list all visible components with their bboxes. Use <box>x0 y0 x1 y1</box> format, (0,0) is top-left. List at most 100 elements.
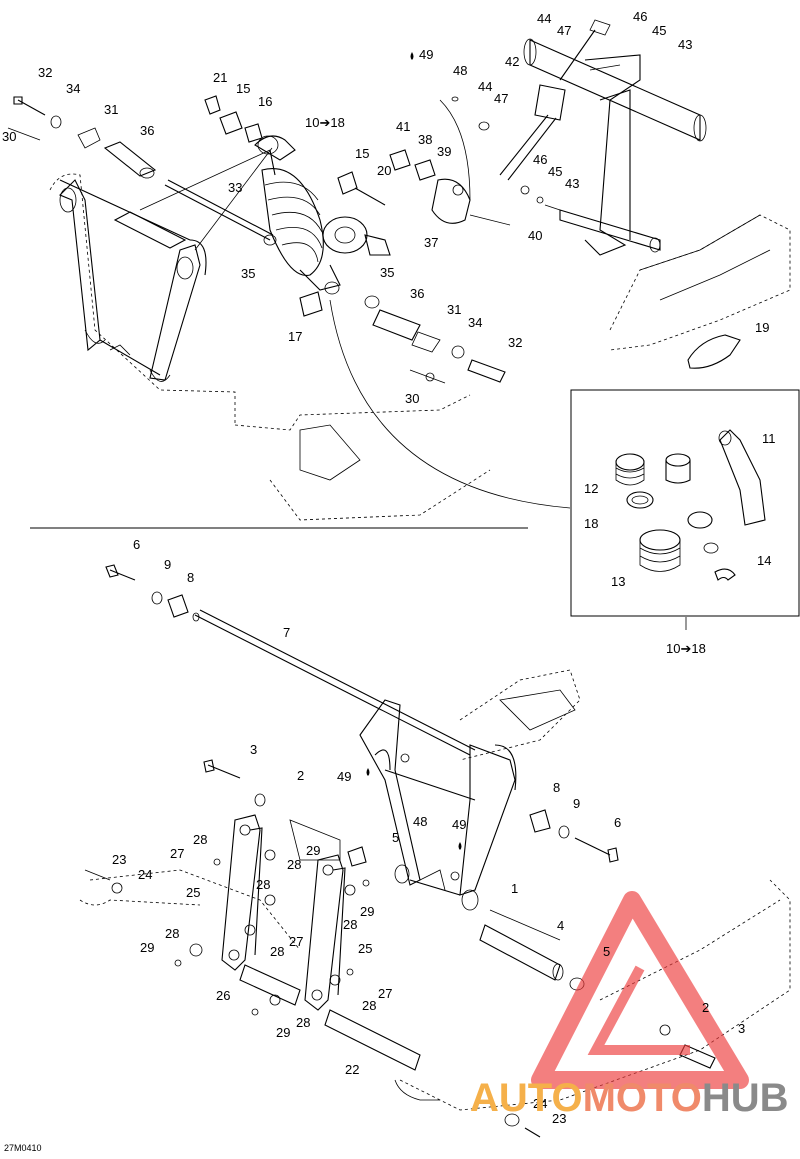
grease-drop-icon <box>410 52 414 60</box>
callout-28: 28 <box>165 926 180 941</box>
callout-1: 1 <box>511 881 519 896</box>
callout-36: 36 <box>410 286 425 301</box>
callout-4: 4 <box>557 918 565 933</box>
callout-36: 36 <box>140 123 155 138</box>
callout-49: 49 <box>452 817 467 832</box>
callout-35: 35 <box>380 265 395 280</box>
callout-46: 46 <box>633 9 648 24</box>
item-19-part <box>687 334 741 369</box>
callout-48: 48 <box>453 63 468 78</box>
detail-box <box>570 389 800 617</box>
shock-bushings <box>204 95 386 317</box>
callout-28: 28 <box>296 1015 311 1030</box>
callout-29: 29 <box>140 940 155 955</box>
callout-22: 22 <box>345 1062 360 1077</box>
callout-37: 37 <box>424 235 439 250</box>
callout-44: 44 <box>537 11 552 26</box>
callout-14: 14 <box>757 553 772 568</box>
callout-42: 42 <box>505 54 520 69</box>
watermark-hub: HUB <box>701 1076 789 1120</box>
callout-24: 24 <box>533 1096 548 1111</box>
callout-2: 2 <box>702 1000 710 1015</box>
shock-absorber <box>254 135 391 291</box>
top-right-assembly <box>389 19 707 256</box>
callout-30: 30 <box>2 129 17 144</box>
callout-16: 16 <box>258 94 273 109</box>
callout-34: 34 <box>468 315 483 330</box>
callout-34: 34 <box>66 81 81 96</box>
drawing-code: 27M0410 <box>4 1143 42 1153</box>
callout-44: 44 <box>478 79 493 94</box>
callout-20: 20 <box>377 163 392 178</box>
detail-range-label: 10➔18 <box>666 641 706 656</box>
middle-hardware <box>203 753 460 881</box>
callout-19: 19 <box>755 320 770 335</box>
callout-49: 49 <box>419 47 434 62</box>
callout-48: 48 <box>413 814 428 829</box>
callout-26: 26 <box>216 988 231 1003</box>
callout-5: 5 <box>603 944 611 959</box>
callout-29: 29 <box>276 1025 291 1040</box>
callout-8: 8 <box>187 570 195 585</box>
callout-38: 38 <box>418 132 433 147</box>
callout-30: 30 <box>405 391 420 406</box>
callout-32: 32 <box>508 335 523 350</box>
callout-46: 46 <box>533 152 548 167</box>
callout-3: 3 <box>738 1021 746 1036</box>
grease-drop-icon <box>458 842 462 850</box>
callout-8: 8 <box>553 780 561 795</box>
watermark-text: AUTOMOTOHUB <box>470 1076 789 1121</box>
callout-28: 28 <box>362 998 377 1013</box>
watermark-logo <box>531 891 749 1089</box>
callout-9: 9 <box>573 796 581 811</box>
callout-2: 2 <box>297 768 305 783</box>
lower-a-arm <box>359 699 564 981</box>
link-plates <box>84 814 421 1071</box>
callout-23: 23 <box>552 1111 567 1126</box>
callout-27: 27 <box>378 986 393 1001</box>
callout-15: 15 <box>236 81 251 96</box>
watermark-moto: MOTO <box>582 1076 702 1120</box>
callout-35: 35 <box>241 266 256 281</box>
callout-43: 43 <box>678 37 693 52</box>
pivot-hardware <box>324 281 506 384</box>
callout-41: 41 <box>396 119 411 134</box>
callout-15: 15 <box>355 146 370 161</box>
rod-assembly-top <box>105 564 619 863</box>
callout-27: 27 <box>170 846 185 861</box>
callout-9: 9 <box>164 557 172 572</box>
callout-40: 40 <box>528 228 543 243</box>
callout-10-18: 10➔18 <box>305 115 345 130</box>
callout-6: 6 <box>614 815 622 830</box>
top-left-arm <box>59 179 207 382</box>
callout-28: 28 <box>270 944 285 959</box>
callout-25: 25 <box>186 885 201 900</box>
callout-28: 28 <box>256 877 271 892</box>
callout-49: 49 <box>337 769 352 784</box>
callout-29: 29 <box>306 843 321 858</box>
callout-45: 45 <box>548 164 563 179</box>
callout-27: 27 <box>289 934 304 949</box>
detail-leader <box>329 299 571 509</box>
callout-3: 3 <box>250 742 258 757</box>
callout-33: 33 <box>228 180 243 195</box>
grease-drop-icon <box>366 768 370 776</box>
callout-5: 5 <box>392 830 400 845</box>
callout-32: 32 <box>38 65 53 80</box>
callout-23: 23 <box>112 852 127 867</box>
callout-28: 28 <box>193 832 208 847</box>
callout-18: 18 <box>584 516 599 531</box>
top-frame-outline <box>49 173 791 521</box>
callout-31: 31 <box>104 102 119 117</box>
callout-45: 45 <box>652 23 667 38</box>
grease-leader-top <box>439 99 471 201</box>
callout-28: 28 <box>287 857 302 872</box>
callout-24: 24 <box>138 867 153 882</box>
callout-17: 17 <box>288 329 303 344</box>
callout-28: 28 <box>343 917 358 932</box>
callout-6: 6 <box>133 537 141 552</box>
callout-47: 47 <box>557 23 572 38</box>
watermark-auto: AUTO <box>470 1076 583 1120</box>
